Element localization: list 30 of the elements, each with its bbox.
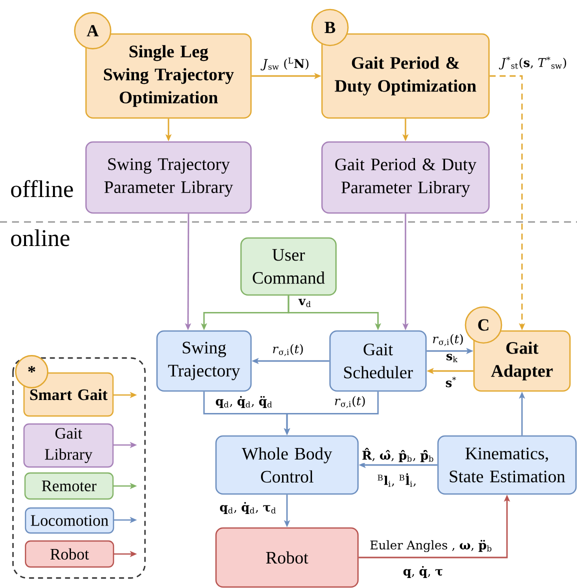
edge-label: r$_{σ,i}$(t): [333, 395, 367, 409]
legend-box: Remoter: [24, 472, 114, 500]
signal-label: q, q̇, τ: [403, 566, 442, 578]
edge-label: q$_{d}$, q̇$_{d}$, q̈$_{d}$: [214, 395, 274, 409]
process-box: User Command: [240, 237, 337, 296]
legend-box: Locomotion: [24, 507, 114, 534]
signal-label: s$_{k}$: [446, 354, 458, 362]
legend-box: Gait Library: [23, 423, 114, 468]
process-box: Robot: [215, 527, 359, 588]
legend-box: Robot: [24, 540, 114, 568]
edge-label: v$_{d}$: [298, 298, 312, 308]
process-box: Swing Trajectory Parameter Library: [85, 141, 252, 214]
edge-label: r$_{σ,i}$(t): [431, 333, 465, 347]
process-box: Swing Trajectory: [156, 330, 252, 392]
process-box: Gait Period & Duty Parameter Library: [321, 141, 490, 214]
process-box: Gait Adapter: [473, 330, 571, 392]
edge-label: J$^{*}$$_{st}$(s, T$^{*}$$_{sw}$): [498, 56, 568, 70]
process-box: Whole Body Control: [215, 435, 359, 495]
signal-label: $^{B}$l$_{i}$, $^{B}$l̇$_{i}$,: [378, 473, 416, 487]
edge-label: R̂, ω̂, p̂$_{b}$, ṗ̂$_{b}$: [360, 446, 436, 464]
edge-label: q$_{d}$, q̇$_{d}$, τ$_{d}$: [218, 501, 278, 515]
edge-label: r$_{σ,i}$(t): [271, 343, 305, 357]
edge-label: J$_{sw}$ ($^{L}$N): [260, 56, 310, 72]
edge-label: s$^{*}$: [444, 376, 458, 388]
process-box: Kinematics, State Estimation: [437, 435, 577, 495]
section-label: offline: [11, 180, 73, 198]
process-box: Gait Scheduler: [329, 330, 427, 392]
process-box: Gait Period & Duty Optimization: [321, 33, 490, 119]
section-label: online: [11, 229, 70, 246]
edge-label: Euler Angles , ω, p̈$_{b}$: [368, 538, 494, 554]
